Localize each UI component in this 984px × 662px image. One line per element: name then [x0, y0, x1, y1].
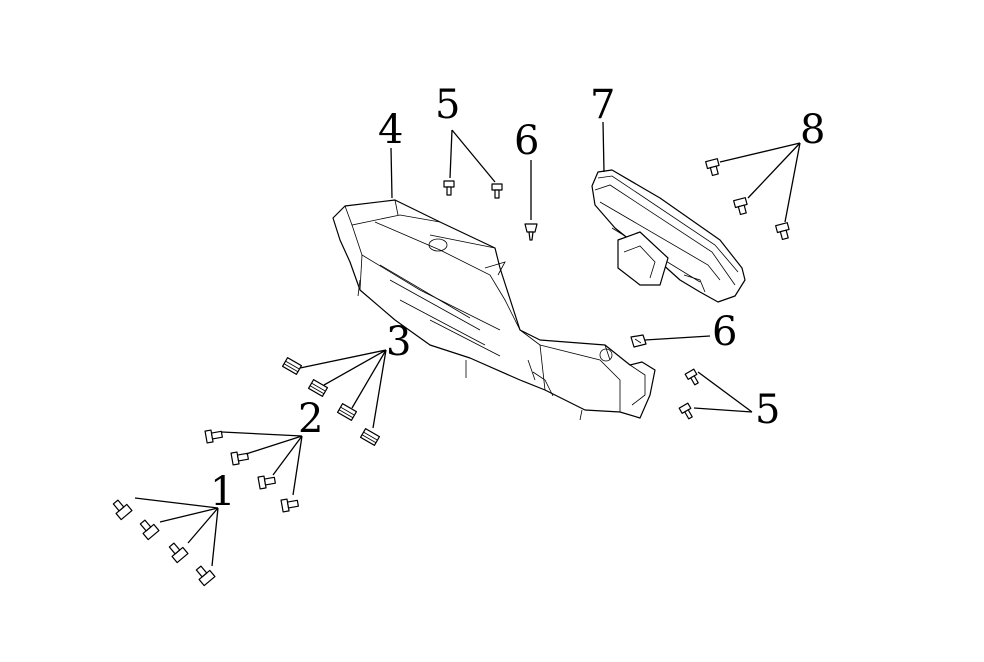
- label-8: 8: [800, 107, 825, 153]
- bolt-2b: [230, 451, 249, 466]
- label-2: 2: [298, 396, 323, 442]
- screw-5d: [678, 402, 693, 420]
- clip-3c: [336, 403, 358, 421]
- screw-8b: [733, 197, 748, 216]
- part-3-clips: [281, 357, 381, 446]
- bolt-2c: [257, 475, 276, 490]
- label-4: 4: [378, 107, 403, 153]
- label-3: 3: [386, 319, 411, 365]
- bolt-1c: [168, 542, 189, 564]
- part-5-screws-right: [678, 368, 699, 420]
- part-6-nut-right: [630, 334, 647, 348]
- bolt-1d: [195, 565, 216, 587]
- label-5-right: 5: [755, 387, 780, 433]
- clip-3d: [359, 428, 381, 446]
- leader-lines: [134, 121, 801, 567]
- bolt-2d: [280, 498, 299, 513]
- screw-5a: [443, 180, 455, 196]
- label-6-top: 6: [514, 118, 539, 164]
- part-1-bolts: [112, 499, 216, 587]
- part-2-bolts: [204, 429, 299, 513]
- part-7-instrument-cluster: [591, 169, 746, 303]
- part-6-nut-top: [524, 223, 538, 241]
- part-4-bracket: [332, 199, 656, 421]
- screw-8a: [705, 158, 720, 177]
- part-8-screws: [705, 158, 790, 241]
- bolt-1b: [139, 519, 160, 541]
- clip-3b: [307, 379, 329, 397]
- bolt-2a: [204, 429, 223, 444]
- part-5-screws-top: [443, 180, 503, 199]
- label-6-right: 6: [712, 309, 737, 355]
- label-7: 7: [590, 82, 615, 128]
- screw-5c: [684, 368, 699, 386]
- label-5-top: 5: [435, 82, 460, 128]
- clip-3a: [281, 357, 303, 375]
- bolt-1a: [112, 499, 133, 521]
- callout-labels: 1 2 3 4 5 6 7 8 6 5: [210, 82, 825, 515]
- screw-8c: [775, 222, 790, 241]
- screw-5b: [491, 183, 503, 199]
- label-1: 1: [210, 469, 235, 515]
